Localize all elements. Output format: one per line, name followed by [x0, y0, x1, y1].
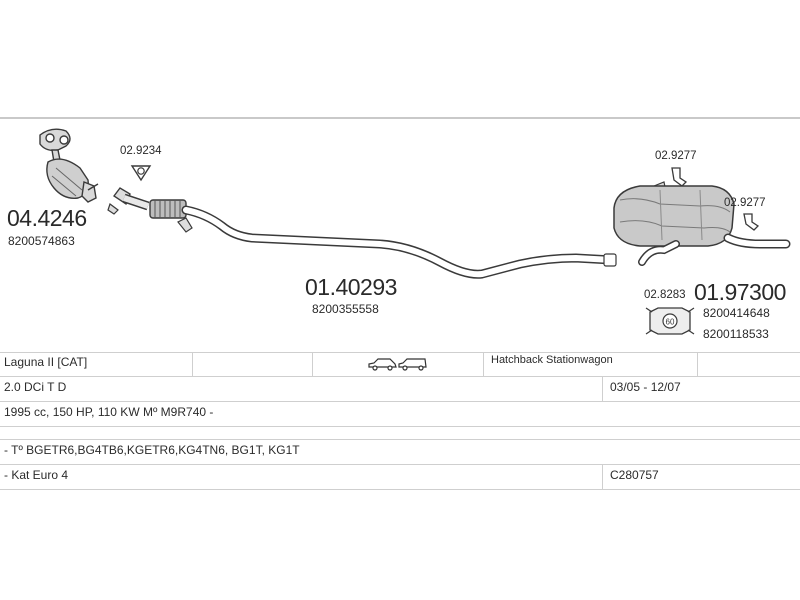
production-period: 03/05 - 12/07 — [610, 380, 681, 394]
car-icons — [368, 356, 428, 375]
engine-name: 2.0 DCi T D — [4, 380, 67, 394]
rear-silencer-part — [613, 181, 791, 266]
spec-row-blank — [0, 427, 800, 440]
spec-row-power: 1995 cc, 150 HP, 110 KW Mº M9R740 - — [0, 402, 800, 427]
hanger-code-1: 02.9277 — [655, 150, 697, 162]
catalyst-part — [39, 128, 99, 203]
middle-pipe-ref: 8200355558 — [312, 302, 379, 316]
spec-row-model: Laguna II [CAT] Hatchback Stationwagon — [0, 352, 800, 377]
clamp-part: 60 — [645, 307, 695, 335]
spec-row-emission: - Kat Euro 4 C280757 — [0, 465, 800, 490]
spec-row-engine: 2.0 DCi T D 03/05 - 12/07 — [0, 377, 800, 402]
model-name: Laguna II [CAT] — [4, 355, 88, 369]
emission-standard: - Kat Euro 4 — [4, 468, 69, 482]
engine-codes: - Tº BGETR6,BG4TB6,KGETR6,KG4TN6, BG1T, … — [4, 443, 300, 457]
hanger-part-2 — [743, 213, 760, 231]
body-types: Hatchback Stationwagon — [491, 354, 613, 366]
exhaust-diagram: 60 — [39, 128, 791, 335]
spec-row-engine-codes: - Tº BGETR6,BG4TB6,KGETR6,KG4TN6, BG1T, … — [0, 440, 800, 465]
top-divider — [0, 117, 800, 119]
rear-silencer-code: 01.97300 — [694, 279, 786, 305]
middle-pipe-code: 01.40293 — [305, 274, 397, 300]
clamp-badge-text: 60 — [666, 318, 675, 327]
hatchback-car-icon — [368, 358, 397, 371]
gasket-code: 02.9234 — [120, 145, 162, 157]
gasket-part — [130, 165, 152, 182]
clamp-code: 02.8283 — [644, 289, 686, 301]
rear-silencer-ref-1: 8200414648 — [703, 306, 770, 320]
hanger-code-2: 02.9277 — [724, 197, 766, 209]
rear-silencer-ref-2: 8200118533 — [703, 327, 769, 341]
hanger-part-1 — [671, 167, 688, 187]
middle-pipe-part — [107, 187, 617, 279]
catalyst-code: 04.4246 — [7, 205, 87, 231]
spec-table: Laguna II [CAT] Hatchback Stationwagon — [0, 352, 800, 490]
engine-power: 1995 cc, 150 HP, 110 KW Mº M9R740 - — [4, 405, 214, 419]
catalyst-ref: 8200574863 — [8, 234, 75, 248]
catalog-number: C280757 — [610, 468, 659, 482]
stationwagon-car-icon — [398, 358, 427, 371]
